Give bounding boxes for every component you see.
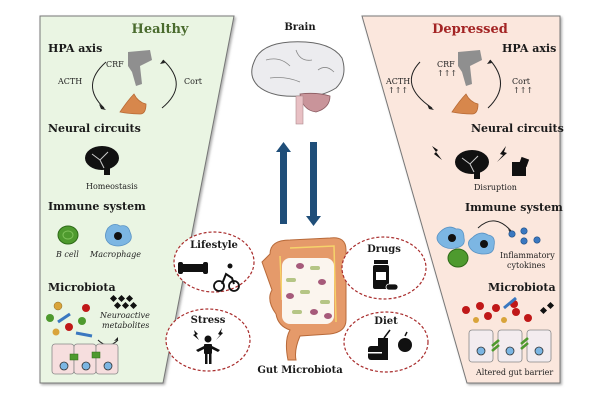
depressed-crf-label: CRF [437,60,455,69]
pituitary-icon [119,93,147,115]
brain-black-icon [85,146,119,175]
healthy-title: Healthy [131,22,189,37]
drugs-label: Drugs [367,244,401,255]
healthy-immune-title: Immune system [48,200,146,213]
metabolites-line2: metabolites [102,321,150,330]
cytokines-line2: cytokines [507,261,546,270]
depressed-microbiota-title: Microbiota [488,281,556,294]
pill-bottle-icon [373,260,399,291]
acth-arrow [92,61,107,109]
fast-food-icon [368,329,391,360]
b-cell-icon [57,225,79,245]
healthy-neural-title: Neural circuits [48,122,141,135]
intestine-illustration [261,237,347,361]
stressed-person-icon [193,328,223,364]
healthy-cort-label: Cort [184,77,202,86]
hypothalamus-icon [128,50,152,86]
healthy-acth-label: ACTH [58,77,83,86]
lifestyle-bubble [173,231,255,293]
healthy-neural-state: Homeostasis [86,182,138,191]
depressed-cort-arrows: ↑↑↑ [513,86,534,95]
stress-label: Stress [190,315,226,326]
cort-arrow [161,59,177,109]
sofa-icon [178,262,208,274]
metabolites-icon [109,294,138,310]
healthy-microbes [46,301,93,338]
gut-epithelium-altered [468,329,552,363]
altered-gut-barrier-label: Altered gut barrier [476,368,554,377]
metabolites-line1: Neuroactive [100,311,150,320]
brain-illustration [251,41,345,125]
depressed-immune-title: Immune system [465,201,563,214]
healthy-microbiota-title: Microbiota [48,281,116,294]
puzzle-icon [512,156,530,176]
b-cell-icon-depressed [447,248,469,268]
healthy-panel [39,15,235,384]
depressed-acth-label: ACTH [386,77,411,86]
apple-icon [398,331,412,352]
cytokines-icon [508,227,541,245]
healthy-crf-label: CRF [106,60,124,69]
brain-disrupted-icon [455,150,489,179]
depressed-acth-arrows: ↑↑↑ [388,86,409,95]
gut-epithelium-healthy [51,343,119,375]
macrophage-label: Macrophage [90,250,141,259]
healthy-hpa-title: HPA axis [48,42,103,55]
depressed-microbes [462,296,555,323]
depressed-title: Depressed [432,22,508,37]
depressed-crf-arrows: ↑↑↑ [437,69,458,78]
lightning-icon [432,146,442,160]
depressed-cort-label: Cort [512,77,530,86]
depressed-neural-title: Neural circuits [471,122,564,135]
lightning-icon [497,146,507,162]
cytokines-line1: Inflammatory [500,251,555,260]
hypothalamus-icon-depressed [458,50,482,86]
depressed-hpa-title: HPA axis [502,42,557,55]
depressed-neural-state: Disruption [474,183,517,192]
brain-label: Brain [284,22,316,33]
depressed-panel [361,15,561,384]
cyclist-icon [213,263,240,292]
gut-microbiota-label: Gut Microbiota [257,365,343,376]
diet-label: Diet [374,316,398,327]
lifestyle-label: Lifestyle [190,240,238,251]
bidirectional-arrows [276,142,321,226]
b-cell-label: B cell [56,250,79,259]
pituitary-icon-depressed [451,93,479,115]
